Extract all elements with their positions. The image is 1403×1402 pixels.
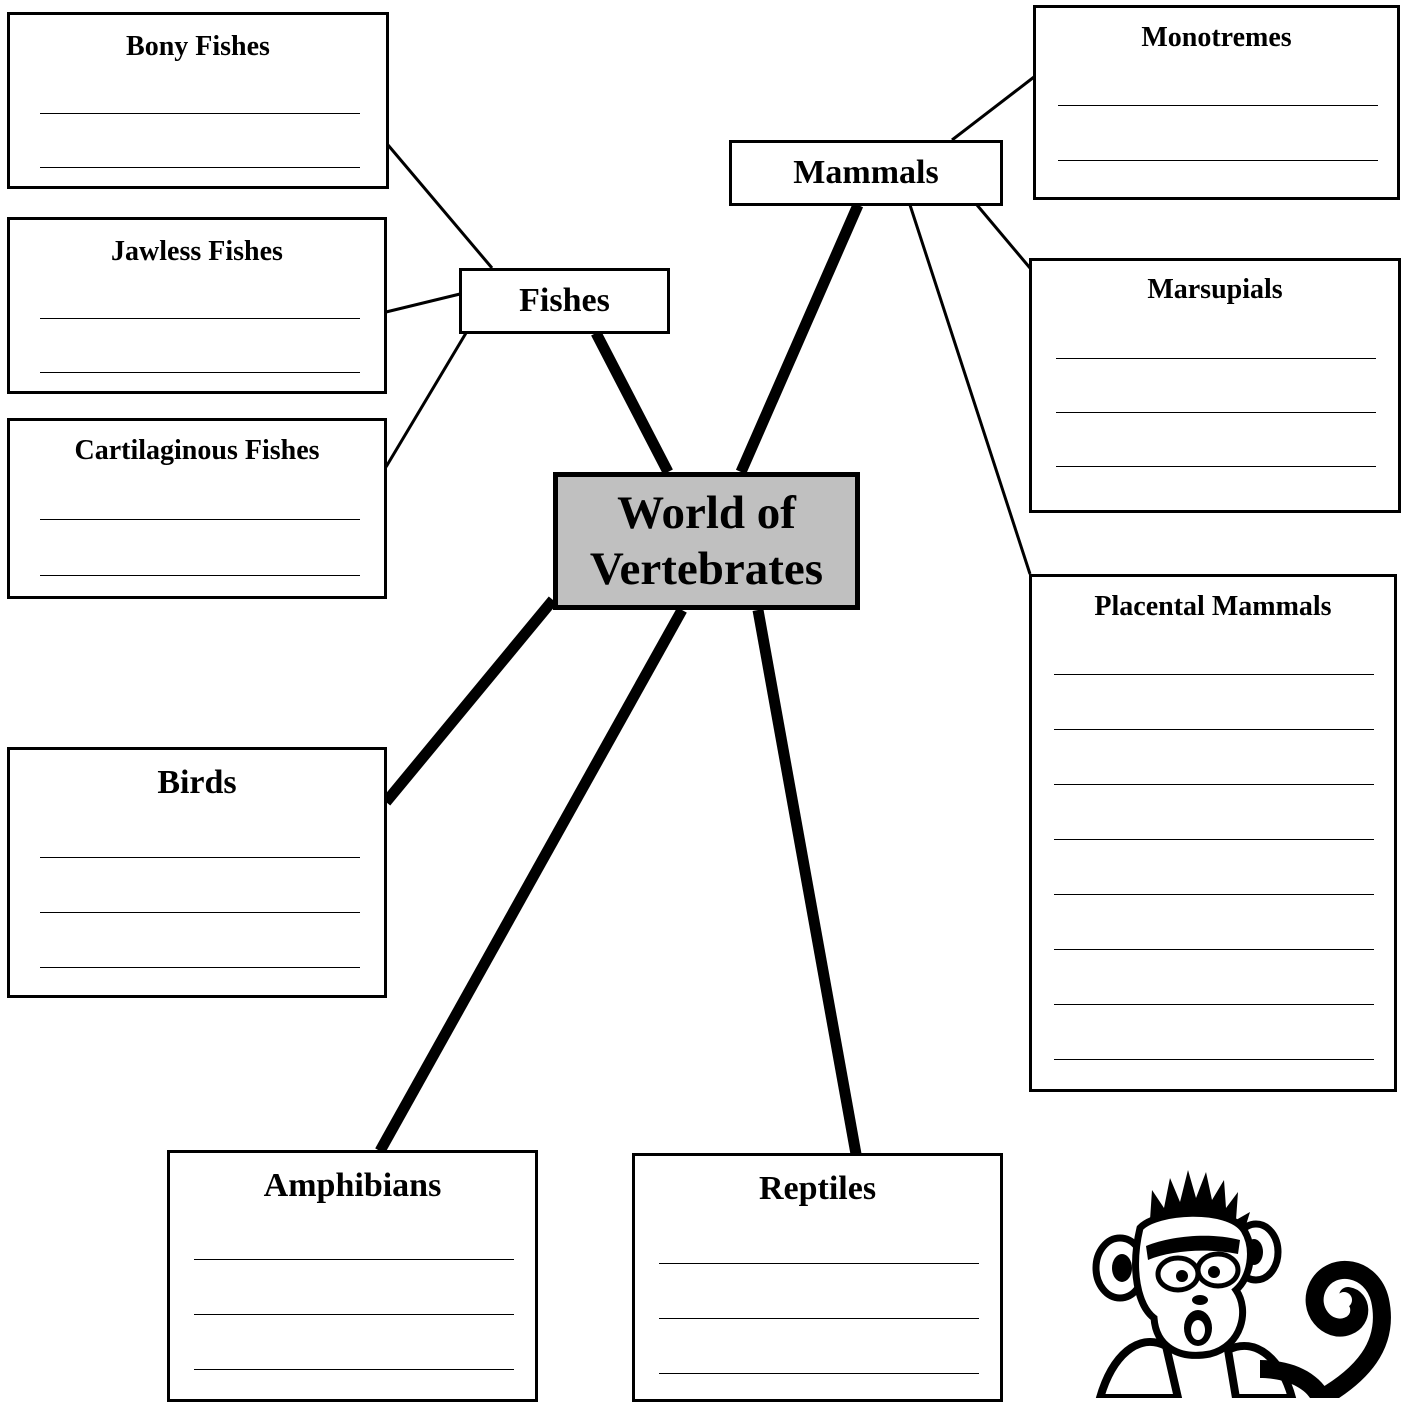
connector-center-birds <box>381 596 558 806</box>
answer-line[interactable] <box>659 1263 979 1264</box>
box-reptiles-title: Reptiles <box>758 1170 877 1207</box>
answer-line[interactable] <box>40 318 360 319</box>
answer-line[interactable] <box>659 1318 979 1319</box>
box-bony-fishes-title: Bony Fishes <box>126 31 270 62</box>
box-monotremes-title: Monotremes <box>1141 22 1292 53</box>
box-monotremes: Monotremes <box>1033 5 1400 200</box>
answer-line[interactable] <box>1054 784 1374 785</box>
answer-line[interactable] <box>1054 674 1374 675</box>
box-amphibians-title: Amphibians <box>263 1167 442 1204</box>
connector-mammals-placental <box>908 204 1032 575</box>
answer-line[interactable] <box>1054 894 1374 895</box>
hub-fishes-label: Fishes <box>519 282 610 319</box>
connector-fishes-cartilaginous <box>384 332 468 468</box>
answer-line[interactable] <box>40 167 360 168</box>
answer-line[interactable] <box>40 912 360 913</box>
answer-line[interactable] <box>194 1314 514 1315</box>
answer-line[interactable] <box>40 372 360 373</box>
answer-line[interactable] <box>40 575 360 576</box>
box-cartilaginous-fishes: Cartilaginous Fishes <box>7 418 387 599</box>
box-cartilaginous-fishes-title: Cartilaginous Fishes <box>74 435 320 466</box>
center-node: World of Vertebrates <box>553 472 860 610</box>
box-amphibians: Amphibians <box>167 1150 538 1402</box>
connector-fishes-bony <box>386 144 494 269</box>
connector-center-amphibians <box>375 607 687 1154</box>
box-jawless-fishes-title: Jawless Fishes <box>111 236 283 267</box>
answer-line[interactable] <box>1058 105 1378 106</box>
answer-line[interactable] <box>40 967 360 968</box>
hub-fishes: Fishes <box>459 268 670 334</box>
answer-line[interactable] <box>40 113 360 114</box>
connector-fishes-jawless <box>385 292 461 314</box>
answer-line[interactable] <box>194 1369 514 1370</box>
hub-mammals: Mammals <box>729 140 1003 206</box>
answer-line[interactable] <box>1056 358 1376 359</box>
answer-line[interactable] <box>194 1259 514 1260</box>
box-jawless-fishes: Jawless Fishes <box>7 217 387 394</box>
answer-line[interactable] <box>1054 949 1374 950</box>
connector-mammals-marsupials <box>975 204 1032 269</box>
answer-line[interactable] <box>40 857 360 858</box>
box-birds-title: Birds <box>157 764 237 801</box>
box-placental-mammals: Placental Mammals <box>1029 574 1397 1092</box>
answer-line[interactable] <box>1054 729 1374 730</box>
answer-line[interactable] <box>40 519 360 520</box>
connector-center-mammals <box>735 202 864 475</box>
box-marsupials: Marsupials <box>1029 258 1401 513</box>
answer-line[interactable] <box>1054 1059 1374 1060</box>
center-title-line-1: World of <box>617 487 796 539</box>
answer-line[interactable] <box>1056 466 1376 467</box>
box-reptiles: Reptiles <box>632 1153 1003 1402</box>
connector-mammals-monotremes <box>951 75 1035 142</box>
box-bony-fishes: Bony Fishes <box>7 12 389 189</box>
box-placental-mammals-title: Placental Mammals <box>1094 591 1332 622</box>
answer-line[interactable] <box>659 1373 979 1374</box>
answer-line[interactable] <box>1056 412 1376 413</box>
hub-mammals-label: Mammals <box>793 154 939 191</box>
box-marsupials-title: Marsupials <box>1147 274 1283 305</box>
answer-line[interactable] <box>1054 1004 1374 1005</box>
box-birds: Birds <box>7 747 387 998</box>
monkey-icon <box>1092 1170 1391 1398</box>
connector-center-fishes <box>591 330 673 475</box>
center-title-line-2: Vertebrates <box>589 543 824 595</box>
answer-line[interactable] <box>1054 839 1374 840</box>
answer-line[interactable] <box>1058 160 1378 161</box>
connector-center-reptiles <box>752 609 862 1155</box>
